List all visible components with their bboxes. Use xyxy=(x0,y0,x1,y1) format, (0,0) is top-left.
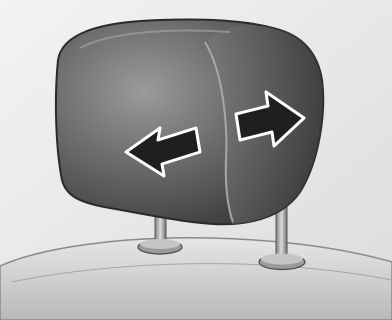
right-post xyxy=(276,206,287,260)
left-guide-top xyxy=(140,239,180,249)
right-guide-top xyxy=(261,254,303,265)
seat-back xyxy=(0,238,392,320)
